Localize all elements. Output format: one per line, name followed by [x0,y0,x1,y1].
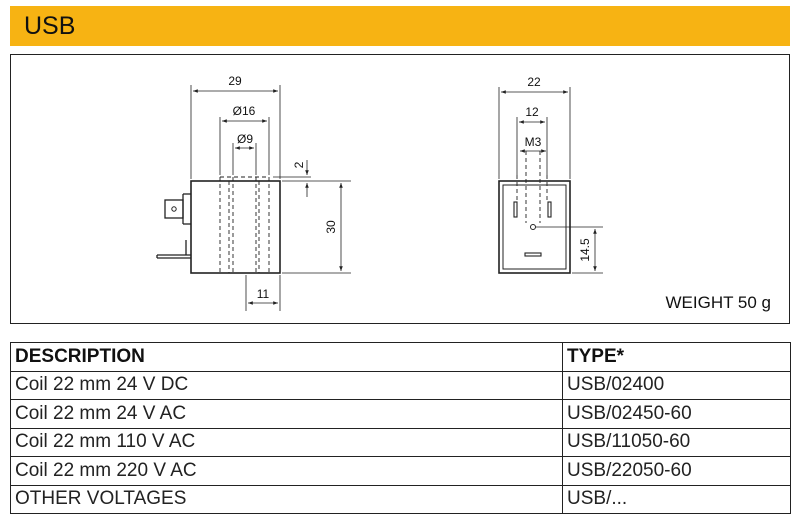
dim-22: 22 [527,75,541,89]
connector-hole [171,206,177,212]
column-header-description: DESCRIPTION [10,342,563,372]
header-bar: USB [10,6,790,46]
front-view: 22 12 M3 14.5 [498,75,603,274]
cell-description: Coil 22 mm 24 V AC [10,399,563,429]
drawing-svg: 29 Ø16 Ø9 2 30 11 [156,74,603,311]
cell-type: USB/11050-60 [562,427,791,457]
dim-2: 2 [292,161,306,168]
cell-description: Coil 22 mm 24 V DC [10,370,563,400]
coil-body-side [190,180,281,274]
column-header-type: TYPE* [562,342,791,372]
cell-description: OTHER VOLTAGES [10,484,563,514]
dim-29: 29 [228,74,242,88]
cell-type: USB/02400 [562,370,791,400]
cell-description: Coil 22 mm 110 V AC [10,427,563,457]
table-row: Coil 22 mm 110 V AC USB/11050-60 [10,427,791,457]
page-title: USB [24,12,76,40]
spec-table: DESCRIPTION TYPE* Coil 22 mm 24 V DC USB… [10,342,791,514]
dim-14-5: 14.5 [578,238,592,262]
cell-type: USB/... [562,484,791,514]
technical-drawing: 29 Ø16 Ø9 2 30 11 [10,54,790,324]
table-row: Coil 22 mm 24 V AC USB/02450-60 [10,399,791,429]
dim-dia-16: Ø16 [233,104,256,118]
dim-dia-9: Ø9 [237,132,253,146]
pin-earth [524,252,542,257]
screw-hole [530,224,536,230]
dim-m3: M3 [525,135,542,149]
cell-description: Coil 22 mm 220 V AC [10,456,563,486]
dim-30: 30 [324,220,338,234]
table-row: OTHER VOLTAGES USB/... [10,484,791,514]
side-view: 29 Ø16 Ø9 2 30 11 [156,74,351,311]
table-row: Coil 22 mm 24 V DC USB/02400 [10,370,791,400]
weight-label: WEIGHT 50 g [665,293,772,312]
pin-right [547,201,552,218]
table-header-row: DESCRIPTION TYPE* [10,342,791,372]
connector-tab [164,199,184,219]
cell-type: USB/02450-60 [562,399,791,429]
dim-11: 11 [257,287,270,301]
dim-12: 12 [525,105,539,119]
table-row: Coil 22 mm 220 V AC USB/22050-60 [10,456,791,486]
cell-type: USB/22050-60 [562,456,791,486]
pin-left [513,201,518,218]
